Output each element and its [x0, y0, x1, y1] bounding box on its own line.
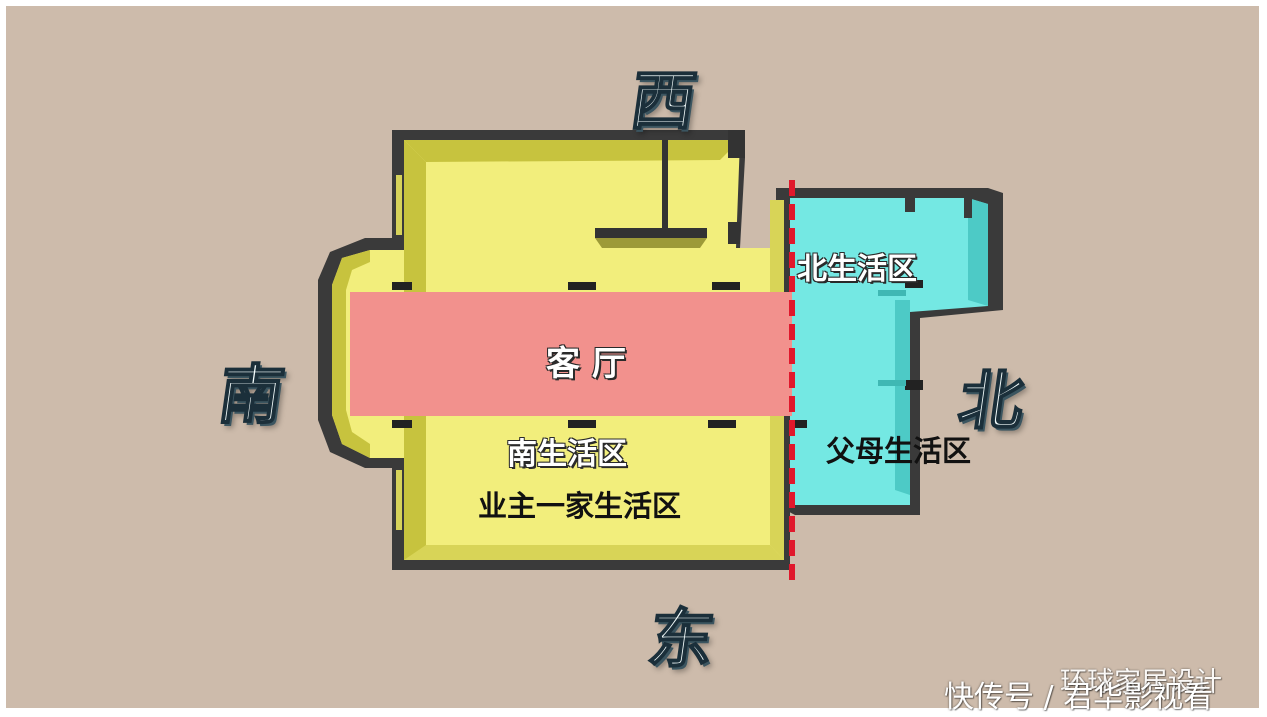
north-annex-wall-shade	[895, 300, 910, 495]
window-slit	[396, 175, 402, 235]
window-slit	[396, 470, 402, 530]
pillar	[568, 420, 596, 428]
pillar	[568, 282, 596, 290]
north-annex	[776, 188, 1003, 515]
north-annex-wall-post	[905, 380, 923, 390]
pillar	[392, 420, 412, 428]
pillar	[712, 282, 740, 290]
south-area-wall-shade	[332, 250, 370, 458]
partition-wall	[595, 228, 707, 238]
south-area-wall-shade	[595, 238, 707, 248]
north-annex-wall-post	[905, 280, 923, 288]
north-annex-wall-post	[878, 290, 906, 296]
north-zone-label: 北生活区	[797, 252, 917, 287]
north-annex-wall-post	[795, 420, 807, 428]
living-room-band	[350, 292, 792, 416]
pillar	[392, 282, 412, 290]
wall-notch	[728, 130, 745, 158]
north-annex-wall-post	[905, 198, 915, 212]
direction-west: 西	[625, 63, 702, 140]
owner-family-zone-label: 业主一家生活区	[478, 489, 682, 523]
pillar	[708, 420, 736, 428]
living-room-label: 客 厅	[546, 344, 626, 384]
partition-wall	[662, 140, 668, 232]
south-area-wall-shade	[404, 140, 740, 162]
south-zone-label: 南生活区	[507, 437, 627, 472]
north-annex-wall-shade	[968, 198, 988, 306]
wall-notch	[728, 222, 740, 244]
north-annex-wall	[790, 188, 988, 198]
south-area-wall-shade	[404, 545, 784, 560]
north-annex-wall-post	[878, 380, 906, 386]
watermark-under: 环球家居设计	[1060, 667, 1222, 698]
parents-zone-label: 父母生活区	[826, 434, 972, 468]
direction-south: 南	[213, 357, 290, 434]
watermark: 快传号 / 君华影视看	[944, 680, 1214, 715]
direction-east: 东	[643, 601, 720, 678]
north-annex-floor	[790, 198, 988, 505]
north-annex-wall-post	[964, 198, 972, 218]
